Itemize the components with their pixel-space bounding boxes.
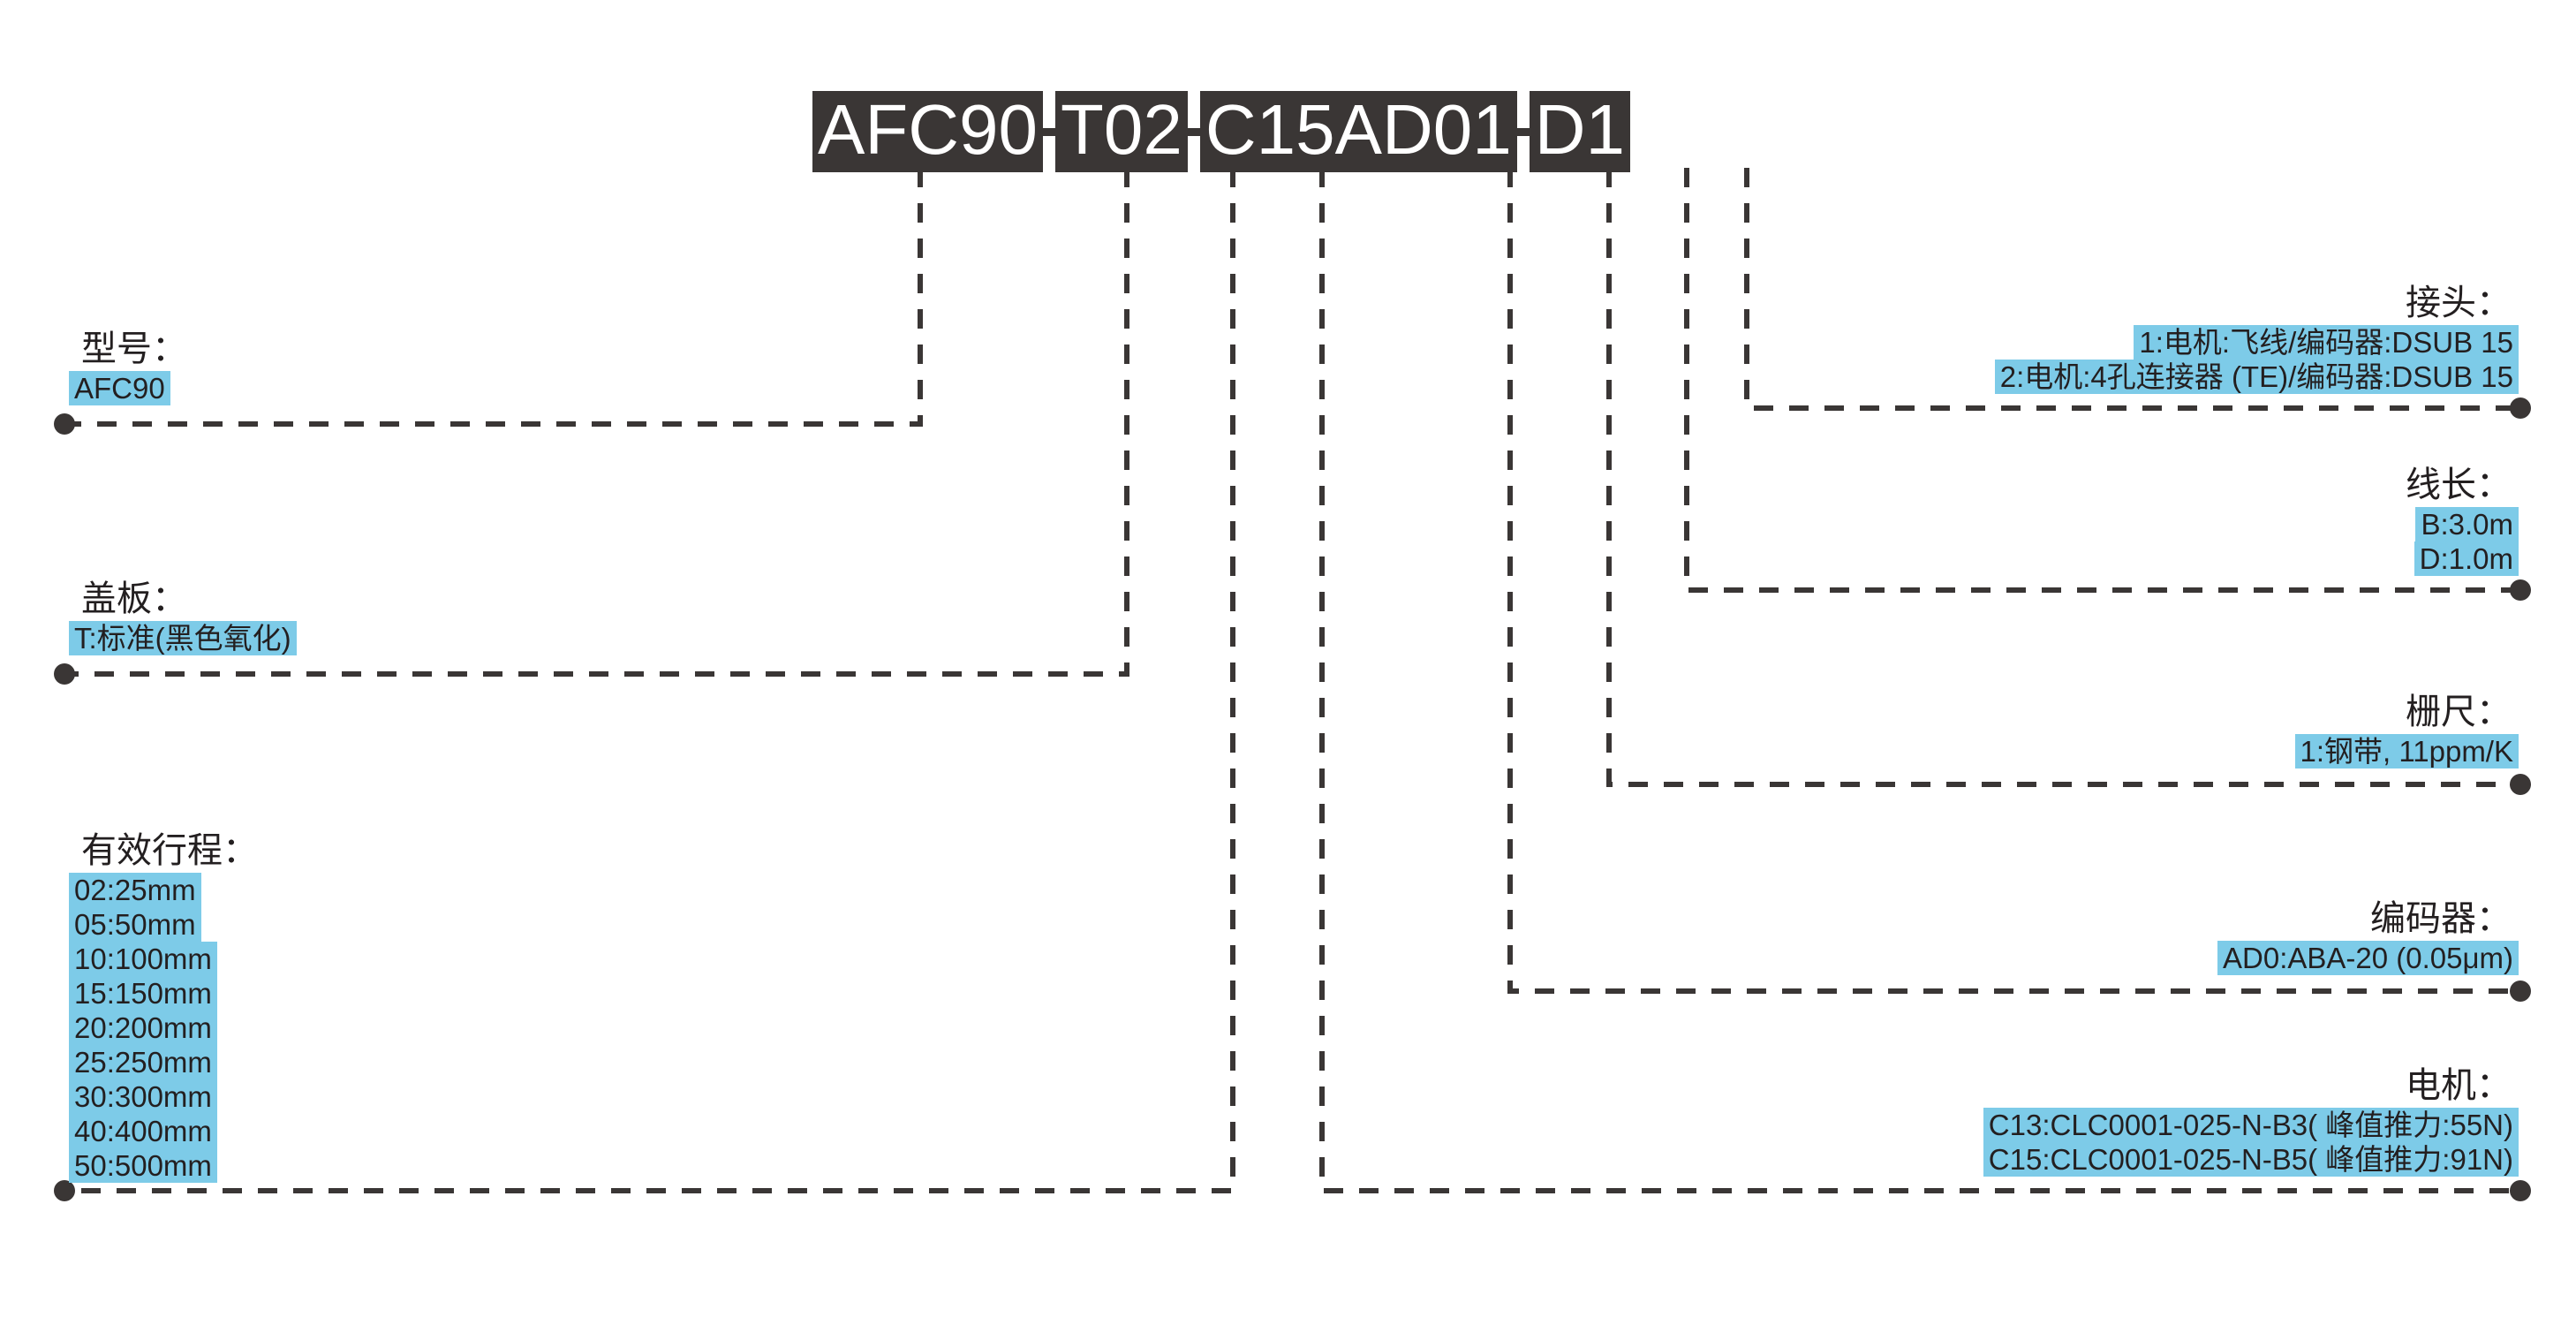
option-motor-0[interactable]: C13:CLC0001-025-N-B3( 峰值推力:55N) bbox=[1983, 1108, 2519, 1142]
leader-endpoint-connector bbox=[2510, 398, 2531, 419]
leader-endpoint-cable-length bbox=[2510, 579, 2531, 601]
code-separator-1 bbox=[1042, 127, 1055, 136]
group-cable-length-title: 线长： bbox=[2406, 466, 2512, 504]
group-cover-plate-title: 盖板： bbox=[81, 579, 187, 618]
leader-endpoint-effective-stroke bbox=[54, 1180, 75, 1201]
group-encoder-title: 编码器： bbox=[2370, 899, 2512, 938]
option-effective-stroke-4[interactable]: 20:200mm bbox=[69, 1011, 217, 1045]
option-encoder-0[interactable]: AD0:ABA-20 (0.05μm) bbox=[2217, 941, 2519, 975]
product-code: AFC90 T02 C15AD01 D1 bbox=[812, 91, 1630, 172]
option-model-0[interactable]: AFC90 bbox=[69, 371, 170, 405]
option-effective-stroke-5[interactable]: 25:250mm bbox=[69, 1045, 217, 1079]
leader-endpoint-model bbox=[54, 413, 75, 435]
group-encoder-options: AD0:ABA-20 (0.05μm) bbox=[2217, 941, 2519, 975]
code-segment-cover-stroke: T02 bbox=[1054, 91, 1188, 172]
group-connector-options: 1:电机:飞线/编码器:DSUB 15 2:电机:4孔连接器 (TE)/编码器:… bbox=[1994, 325, 2519, 394]
group-motor: 电机： C13:CLC0001-025-N-B3( 峰值推力:55N) C15:… bbox=[1983, 1064, 2519, 1177]
option-effective-stroke-0[interactable]: 02:25mm bbox=[69, 873, 201, 907]
code-segment-model: AFC90 bbox=[812, 91, 1043, 172]
group-encoder: 编码器： AD0:ABA-20 (0.05μm) bbox=[2217, 897, 2519, 975]
group-connector-title: 接头： bbox=[2406, 284, 2512, 322]
code-separator-2 bbox=[1187, 127, 1200, 136]
option-connector-1[interactable]: 2:电机:4孔连接器 (TE)/编码器:DSUB 15 bbox=[1994, 360, 2519, 394]
option-effective-stroke-3[interactable]: 15:150mm bbox=[69, 976, 217, 1011]
group-scale-options: 1:钢带, 11ppm/K bbox=[2294, 734, 2519, 768]
option-effective-stroke-1[interactable]: 05:50mm bbox=[69, 907, 201, 942]
leader-endpoint-motor bbox=[2510, 1180, 2531, 1201]
group-effective-stroke-title: 有效行程： bbox=[81, 831, 258, 870]
group-model: 型号： AFC90 bbox=[69, 327, 187, 405]
option-cable-length-0[interactable]: B:3.0m bbox=[2415, 507, 2519, 541]
code-segment-motor-encoder-scale: C15AD01 bbox=[1199, 91, 1517, 172]
group-motor-title: 电机： bbox=[2406, 1066, 2512, 1105]
group-model-options: AFC90 bbox=[69, 371, 187, 405]
group-model-title: 型号： bbox=[81, 329, 187, 368]
group-scale-title: 栅尺： bbox=[2406, 693, 2512, 731]
option-effective-stroke-6[interactable]: 30:300mm bbox=[69, 1079, 217, 1114]
group-connector: 接头： 1:电机:飞线/编码器:DSUB 15 2:电机:4孔连接器 (TE)/… bbox=[1994, 281, 2519, 394]
group-cable-length: 线长： B:3.0m D:1.0m bbox=[2406, 463, 2519, 576]
code-segment-cable-connector: D1 bbox=[1529, 91, 1630, 172]
leader-endpoint-encoder bbox=[2510, 980, 2531, 1002]
option-scale-0[interactable]: 1:钢带, 11ppm/K bbox=[2294, 734, 2519, 768]
option-cable-length-1[interactable]: D:1.0m bbox=[2414, 541, 2519, 576]
group-cover-plate: 盖板： T:标准(黑色氧化) bbox=[69, 577, 297, 655]
option-connector-0[interactable]: 1:电机:飞线/编码器:DSUB 15 bbox=[2134, 325, 2519, 360]
option-cover-plate-0[interactable]: T:标准(黑色氧化) bbox=[69, 621, 297, 655]
leader-endpoint-cover-plate bbox=[54, 663, 75, 685]
group-cover-plate-options: T:标准(黑色氧化) bbox=[69, 621, 297, 655]
option-effective-stroke-8[interactable]: 50:500mm bbox=[69, 1148, 217, 1183]
option-effective-stroke-2[interactable]: 10:100mm bbox=[69, 942, 217, 976]
leader-endpoint-scale bbox=[2510, 774, 2531, 795]
group-motor-options: C13:CLC0001-025-N-B3( 峰值推力:55N) C15:CLC0… bbox=[1983, 1108, 2519, 1177]
option-effective-stroke-7[interactable]: 40:400mm bbox=[69, 1114, 217, 1148]
group-scale: 栅尺： 1:钢带, 11ppm/K bbox=[2294, 690, 2519, 768]
group-effective-stroke: 有效行程： 02:25mm 05:50mm 10:100mm 15:150mm … bbox=[69, 829, 258, 1183]
code-separator-3 bbox=[1516, 127, 1530, 136]
group-cable-length-options: B:3.0m D:1.0m bbox=[2406, 507, 2519, 576]
option-motor-1[interactable]: C15:CLC0001-025-N-B5( 峰值推力:91N) bbox=[1983, 1142, 2519, 1177]
leader-model bbox=[69, 168, 923, 427]
group-effective-stroke-options: 02:25mm 05:50mm 10:100mm 15:150mm 20:200… bbox=[69, 873, 258, 1183]
